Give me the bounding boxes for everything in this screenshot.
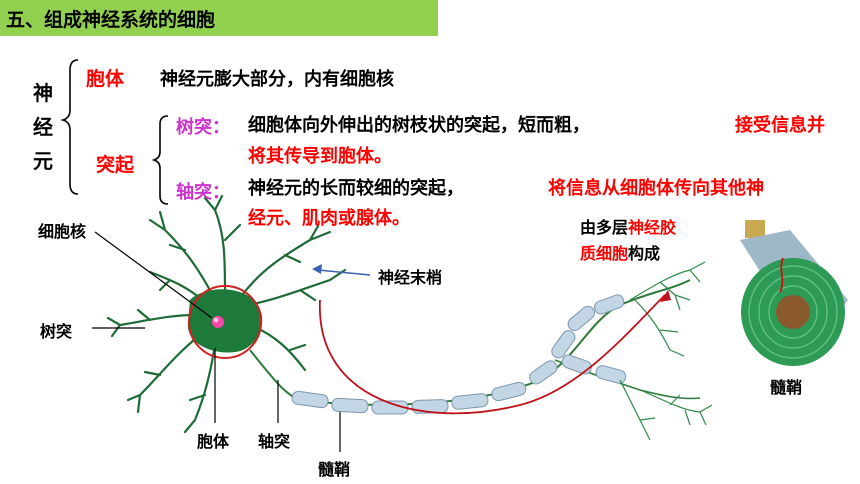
root-neuron-label: 神经元	[33, 81, 53, 173]
term-dendrite: 树突：	[176, 117, 230, 138]
dendrite-desc: 细胞体向外伸出的树枝状的突起，短而粗，	[248, 115, 590, 136]
label-myelin-bottom: 髓鞘	[318, 460, 351, 479]
term-axon: 轴突：	[176, 182, 230, 203]
axon-line	[249, 279, 691, 406]
dendrite-desc-red-2: 将其传导到胞体。	[248, 146, 392, 167]
axon-desc-red-2: 经元、肌肉或腺体。	[248, 208, 410, 229]
myelin-cross-section	[740, 220, 848, 366]
dendrite-desc-red: 接受信息并	[735, 115, 825, 136]
myelin-segments	[291, 294, 627, 415]
axon-desc: 神经元的长而较细的突起，	[248, 178, 464, 199]
label-glia-line-1: 由多层神经胶	[580, 214, 676, 238]
nucleus	[212, 316, 224, 328]
glia-prefix: 由多层	[580, 218, 629, 237]
glia-red-2: 质细胞	[580, 244, 629, 263]
label-nucleus: 细胞核	[38, 222, 87, 241]
cell-body-highlight-circle	[188, 285, 262, 359]
label-myelin-right: 髓鞘	[770, 378, 803, 397]
label-glia-line-2: 质细胞构成	[580, 240, 660, 264]
term-cell-body: 胞体	[86, 68, 125, 90]
soma	[187, 289, 263, 353]
label-axon: 轴突	[258, 432, 291, 451]
nerve-endings	[619, 261, 713, 441]
label-cell-body: 胞体	[197, 432, 230, 451]
page-title: 五、组成神经系统的细胞	[6, 9, 216, 31]
cell-body-desc: 神经元膨大部分，内有细胞核	[160, 69, 394, 90]
outer-brace	[60, 59, 79, 195]
title-bar: 五、组成神经系统的细胞	[0, 0, 438, 36]
inner-brace	[151, 115, 169, 205]
nerve-ending-pointer	[317, 269, 371, 276]
glia-red-1: 神经胶	[628, 218, 677, 237]
label-dendrite: 树突	[40, 322, 73, 341]
signal-arrow	[319, 294, 666, 415]
axon-desc-red: 将信息从细胞体传向其他神	[548, 178, 764, 199]
label-nerve-ending: 神经末梢	[378, 268, 443, 287]
glia-suffix: 构成	[628, 244, 661, 263]
term-process: 突起	[96, 154, 135, 176]
